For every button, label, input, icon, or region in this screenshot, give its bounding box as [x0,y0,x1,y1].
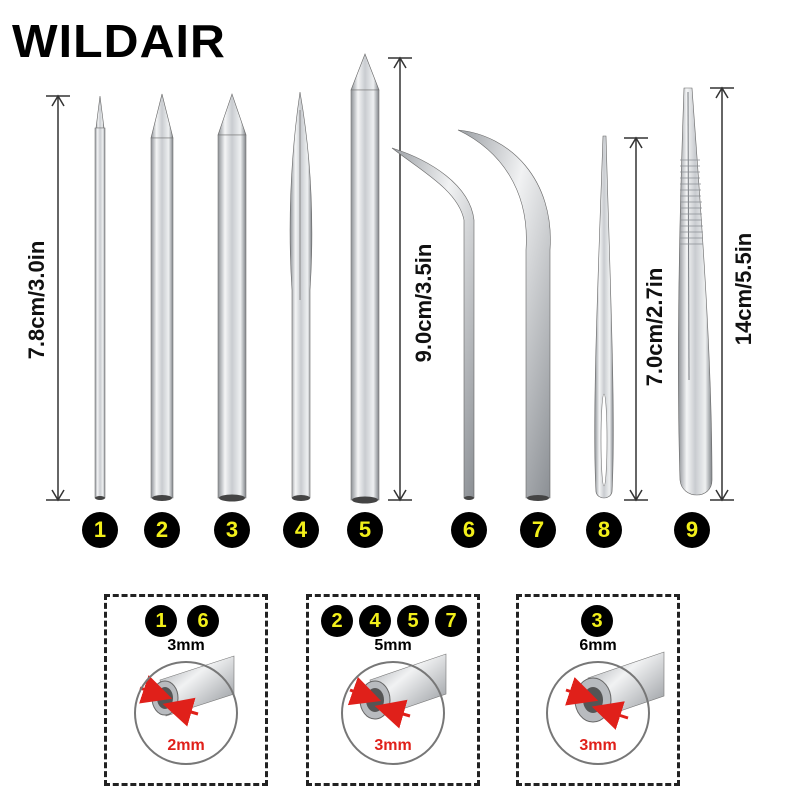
box2-badge-5: 5 [397,605,429,637]
box2-closeup-circle [341,661,445,765]
needle-5 [350,53,380,504]
badge-6: 6 [451,512,487,548]
box2-badge-2: 2 [321,605,353,637]
box3-outer-size: 6mm [579,637,617,654]
size-box-3: 3 6mm 3mm [516,594,680,786]
needle-3 [217,93,247,502]
tweezers-9 [678,87,713,496]
dimension-label-2: 9.0cm/3.5in [411,243,436,363]
box1-badge-6: 6 [187,605,219,637]
needle-4 [289,91,313,501]
needle-2 [150,93,174,501]
badge-5: 5 [347,512,383,548]
needle-7 [457,129,551,501]
brand-logo: WILDAIR [12,15,226,67]
box3-closeup-circle [546,661,650,765]
box1-closeup-circle [134,661,238,765]
badge-2: 2 [144,512,180,548]
badge-3: 3 [214,512,250,548]
dimension-label-1: 7.8cm/3.0in [24,240,49,360]
badge-7: 7 [520,512,556,548]
size-box-2: 2 4 5 7 5mm 3mm [306,594,480,786]
box1-inner-size: 2mm [167,737,205,754]
badge-9: 9 [674,512,710,548]
dimension-line-3 [624,136,648,502]
dimension-label-3: 7.0cm/2.7in [642,267,667,387]
box2-badge-4: 4 [359,605,391,637]
needle-1 [94,95,106,500]
badge-1: 1 [82,512,118,548]
box2-inner-size: 3mm [374,737,412,754]
dimension-line-1 [46,94,70,502]
box3-badge-3: 3 [581,605,613,637]
box2-outer-size: 5mm [374,637,412,654]
box1-badge-1: 1 [145,605,177,637]
dimension-line-4 [710,86,734,502]
box3-inner-size: 3mm [579,737,617,754]
box1-outer-size: 3mm [167,637,205,654]
needle-8 [594,135,614,499]
dimension-label-4: 14cm/5.5in [731,232,756,346]
needle-6 [391,147,475,500]
dimension-line-2 [388,56,412,502]
box2-badge-7: 7 [435,605,467,637]
badge-8: 8 [586,512,622,548]
badge-4: 4 [283,512,319,548]
size-box-1: 1 6 3mm 2mm [104,594,268,786]
